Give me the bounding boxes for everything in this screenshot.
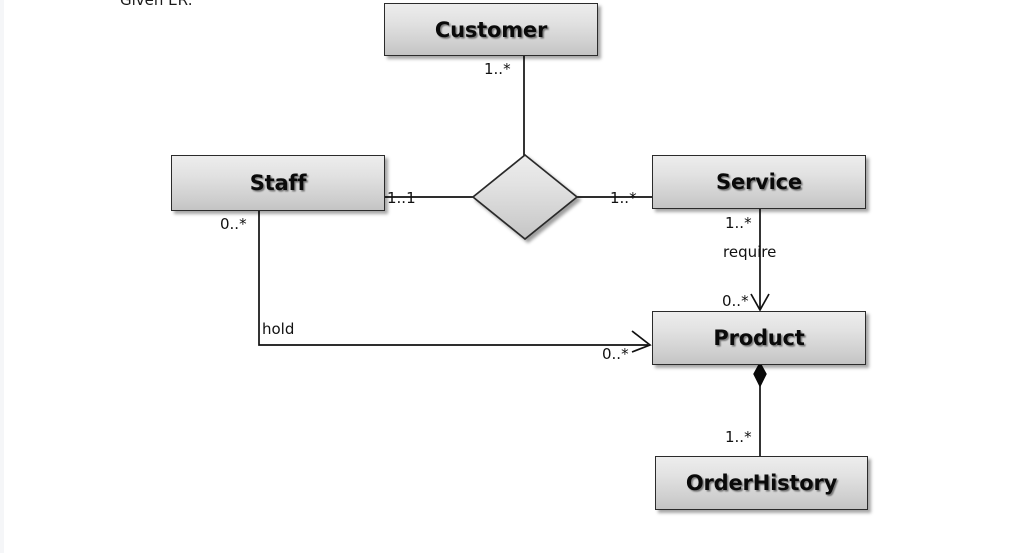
- entity-product[interactable]: Product: [652, 311, 866, 365]
- entity-product-label: Product: [713, 326, 805, 350]
- page-left-edge: [0, 0, 4, 553]
- arrowhead-service-product: [750, 293, 770, 312]
- relationship-diamond: [471, 153, 579, 241]
- page-caption: Given ER:: [120, 0, 193, 9]
- multiplicity-product-top: 0..*: [722, 292, 749, 310]
- multiplicity-diamond-right: 1..*: [610, 189, 637, 207]
- composition-diamond-product: [753, 361, 767, 388]
- multiplicity-customer: 1..*: [484, 60, 511, 78]
- role-label-hold: hold: [262, 320, 295, 338]
- entity-service-label: Service: [716, 170, 802, 194]
- multiplicity-staff-right: 1..1: [387, 189, 416, 207]
- entity-customer-label: Customer: [434, 17, 548, 42]
- entity-orderhistory[interactable]: OrderHistory: [655, 456, 868, 510]
- entity-staff[interactable]: Staff: [171, 155, 385, 211]
- multiplicity-orderhistory-top: 1..*: [725, 428, 752, 446]
- multiplicity-product-left: 0..*: [602, 345, 629, 363]
- entity-staff-label: Staff: [249, 171, 307, 195]
- entity-orderhistory-label: OrderHistory: [685, 471, 838, 495]
- role-label-require: require: [723, 243, 777, 261]
- connector-staff-product: [258, 211, 648, 346]
- entity-customer[interactable]: Customer: [384, 3, 598, 56]
- multiplicity-service-bottom: 1..*: [725, 214, 752, 232]
- arrowhead-staff-product: [631, 330, 652, 353]
- entity-service[interactable]: Service: [652, 155, 866, 209]
- multiplicity-staff-bottom: 0..*: [220, 215, 247, 233]
